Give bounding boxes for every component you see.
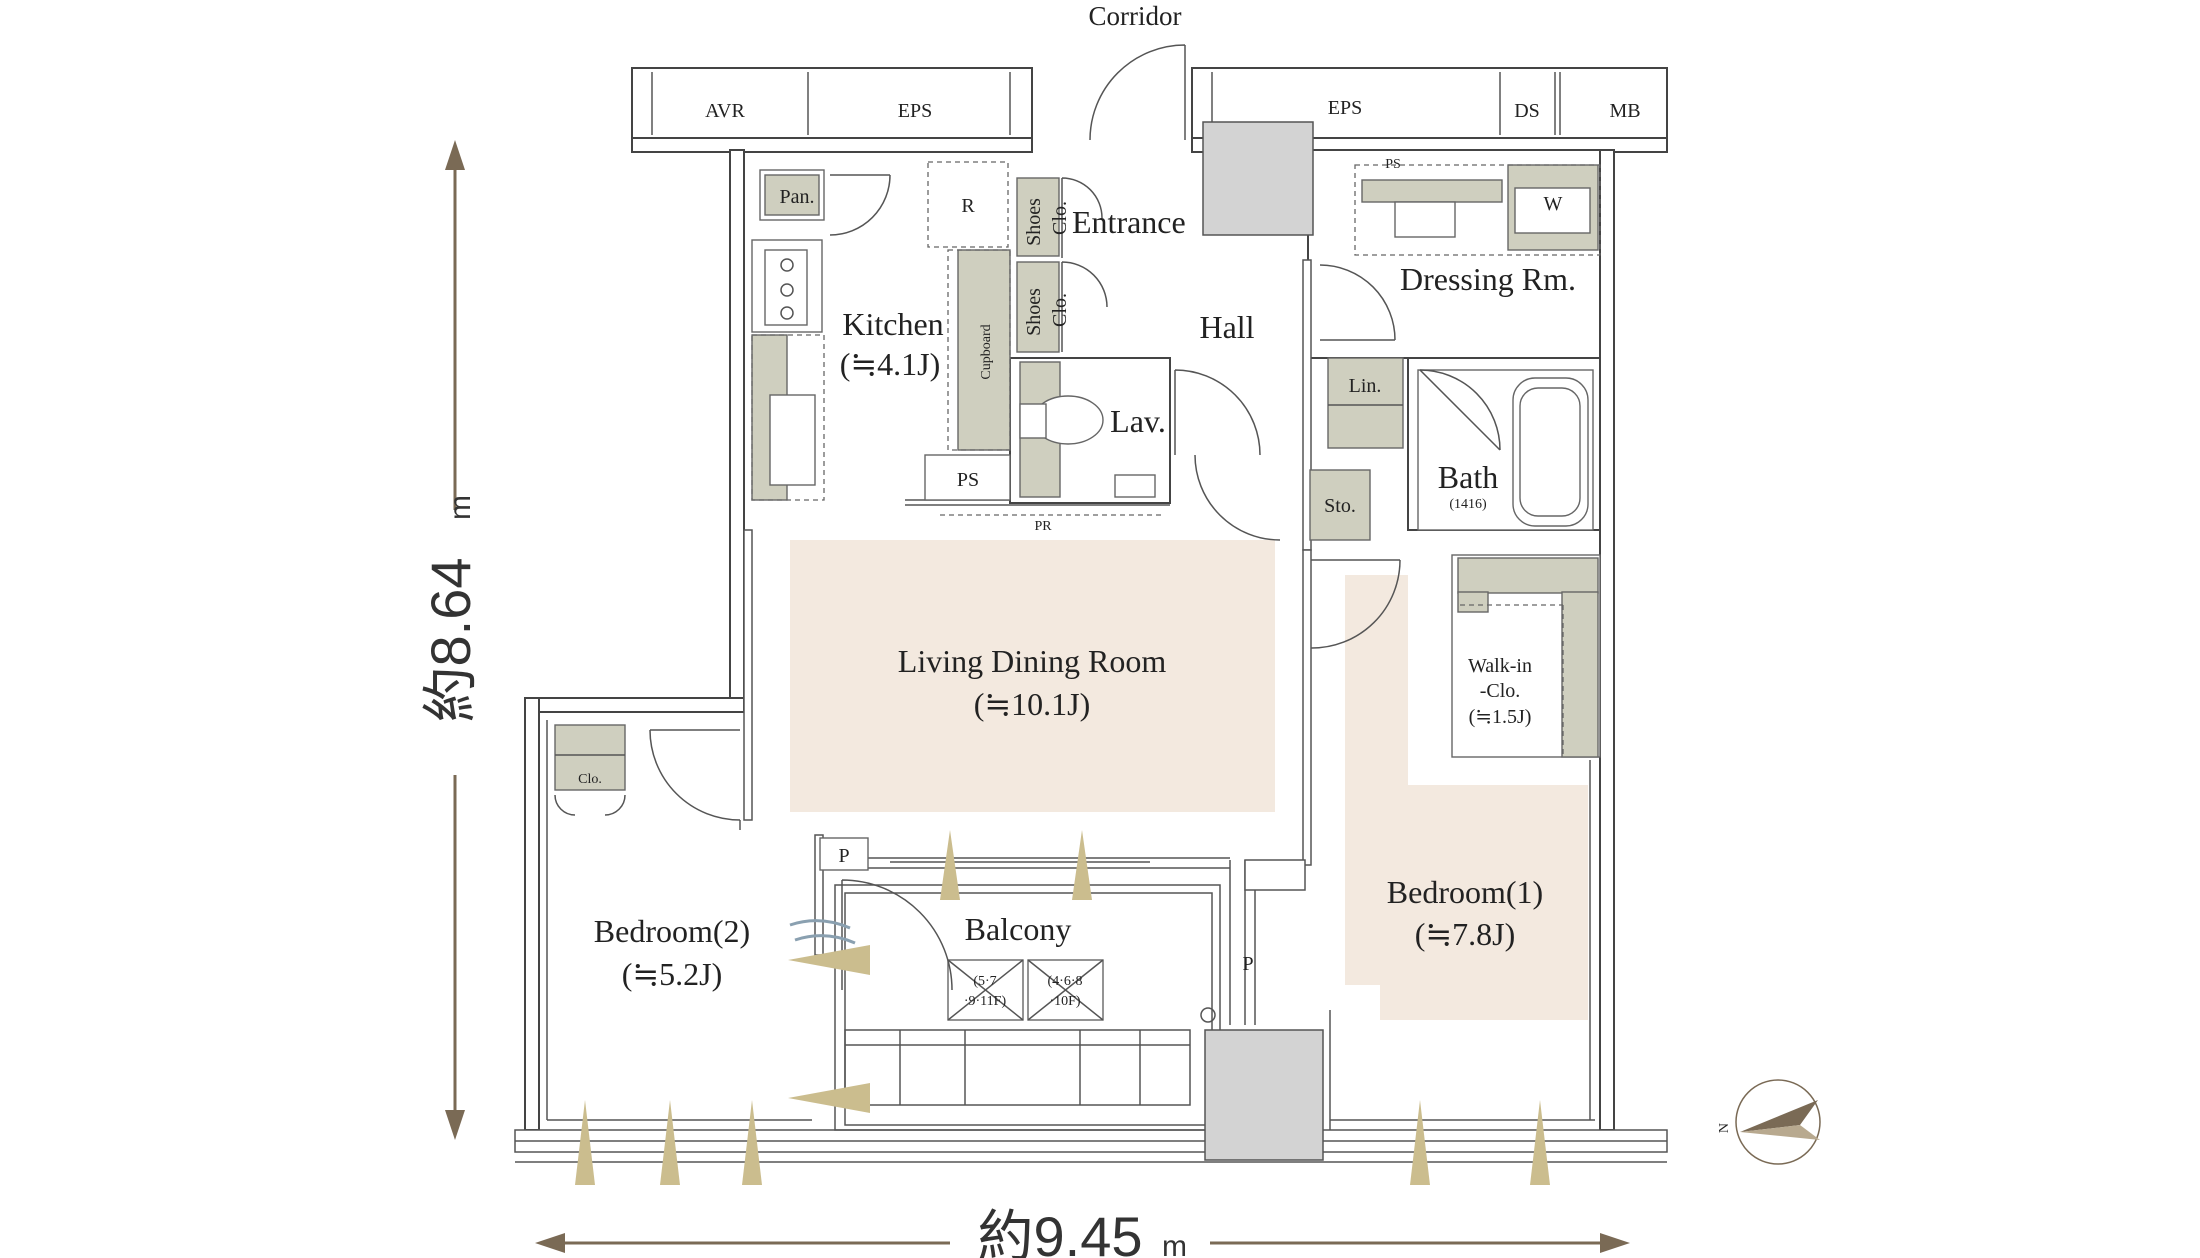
eps-right-label: EPS <box>1328 97 1362 119</box>
bedroom1-size-label: (≒7.8J) <box>1415 916 1516 952</box>
corridor-label: Corridor <box>1089 1 1182 31</box>
unit-b-label-2: ·10F) <box>1049 994 1080 1009</box>
pantry <box>764 174 820 216</box>
bedroom2-size-label: (≒5.2J) <box>622 956 723 992</box>
pantry-label: Pan. <box>780 186 815 208</box>
walkin-label-1: Walk-in <box>1468 655 1532 677</box>
width-dimension-unit: m <box>1162 1230 1187 1258</box>
balcony-label: Balcony <box>965 911 1072 947</box>
linen-closet <box>1327 357 1404 449</box>
living-dining-floor <box>790 540 1275 812</box>
bath-size-label: (1416) <box>1449 497 1487 512</box>
bedroom2-label: Bedroom(2) <box>594 913 750 949</box>
p-box-label-2: P <box>1242 953 1253 975</box>
ps-kitchen-label: PS <box>957 469 979 491</box>
dressing-room-label: Dressing Rm. <box>1400 261 1576 297</box>
bedroom1-label: Bedroom(1) <box>1387 874 1543 910</box>
linen-label: Lin. <box>1349 375 1382 397</box>
kitchen-label: Kitchen <box>842 306 943 342</box>
bedroom1-floor <box>1345 575 1588 1020</box>
entrance-label: Entrance <box>1072 204 1186 240</box>
height-dimension-unit: m <box>444 495 477 520</box>
avr-label: AVR <box>705 100 745 122</box>
clo-lower-label: Clo. <box>1049 293 1071 327</box>
living-dining-size-label: (≒10.1J) <box>974 686 1091 722</box>
refrigerator-label: R <box>961 195 975 217</box>
shoes-closet-upper <box>1016 177 1060 257</box>
unit-a-label-2: ·9·11F) <box>964 994 1007 1009</box>
pr-label: PR <box>1034 519 1052 534</box>
walkin-size-label: (≒1.5J) <box>1469 706 1532 728</box>
mb-label: MB <box>1609 100 1640 122</box>
shoes-upper-label: Shoes <box>1023 198 1045 246</box>
ds-label: DS <box>1514 100 1540 122</box>
unit-b-label-1: (4·6·8 <box>1048 974 1083 989</box>
cupboard <box>957 249 1011 451</box>
living-dining-label: Living Dining Room <box>898 643 1167 679</box>
eps-left-label: EPS <box>898 100 932 122</box>
refrigerator-space <box>927 161 1009 248</box>
ps-top-label: PS <box>1385 157 1401 172</box>
pipe-shaft-bottom <box>1204 1029 1324 1161</box>
clo-upper-label: Clo. <box>1049 201 1071 235</box>
shoes-lower-label: Shoes <box>1023 288 1045 336</box>
storage <box>1309 469 1371 541</box>
top-strip-left <box>631 67 1033 141</box>
kitchen-size-label: (≒4.1J) <box>840 346 941 382</box>
bedroom2-closet-label: Clo. <box>578 772 602 787</box>
lav-label: Lav. <box>1110 403 1166 439</box>
height-dimension-label: 約8.64 <box>419 558 482 723</box>
width-dimension-label: 約9.45 <box>978 1205 1143 1258</box>
hall-label: Hall <box>1199 309 1254 345</box>
cupboard-label: Cupboard <box>979 324 994 379</box>
north-label: N <box>1717 1123 1732 1133</box>
washer-label: W <box>1544 193 1563 215</box>
storage-label: Sto. <box>1324 495 1356 517</box>
p-box-label-1: P <box>838 845 849 867</box>
bedroom2-closet <box>554 724 626 791</box>
walkin-label-2: -Clo. <box>1480 680 1521 702</box>
bath-label: Bath <box>1438 459 1498 495</box>
unit-a-label-1: (5·7 <box>973 974 996 989</box>
pipe-shaft-top <box>1202 121 1314 236</box>
shoes-closet-lower <box>1016 261 1060 353</box>
